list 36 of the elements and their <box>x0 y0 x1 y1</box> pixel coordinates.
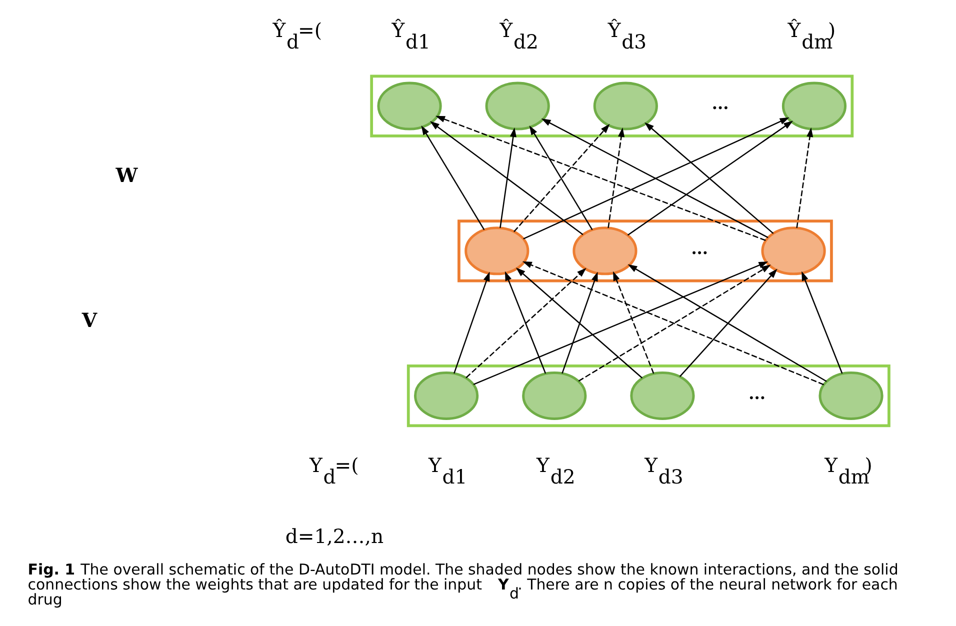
arrow <box>435 116 766 241</box>
arrow <box>678 268 777 377</box>
arrow <box>504 271 546 374</box>
arrow <box>540 118 768 238</box>
arrow <box>626 120 793 236</box>
arrow <box>528 125 592 230</box>
arrow <box>561 272 598 374</box>
arrow <box>513 124 610 232</box>
arrow <box>472 261 768 385</box>
arrow <box>453 272 490 374</box>
node-circle <box>414 372 478 420</box>
arrow <box>612 271 654 374</box>
arrow <box>522 261 824 386</box>
label: ... <box>690 239 708 258</box>
arrow <box>515 268 642 378</box>
arrow <box>801 271 842 374</box>
label: ... <box>711 94 728 114</box>
arrow <box>420 125 484 230</box>
node-circle <box>522 372 586 420</box>
arrow <box>607 127 624 228</box>
arrow <box>627 264 826 382</box>
label: d=1,2…,n <box>284 525 384 548</box>
arrow <box>499 127 516 228</box>
arrow <box>429 121 583 236</box>
node-circle <box>818 372 883 420</box>
arrow <box>465 268 586 378</box>
cluster <box>406 364 890 428</box>
node-circle <box>630 372 694 420</box>
arrow <box>578 264 770 382</box>
label: ... <box>748 384 765 403</box>
node-circle <box>484 82 550 130</box>
arrow <box>796 127 813 228</box>
arrow <box>522 117 789 240</box>
label: W <box>115 164 138 188</box>
arrow <box>644 122 774 234</box>
label: V <box>81 308 96 332</box>
